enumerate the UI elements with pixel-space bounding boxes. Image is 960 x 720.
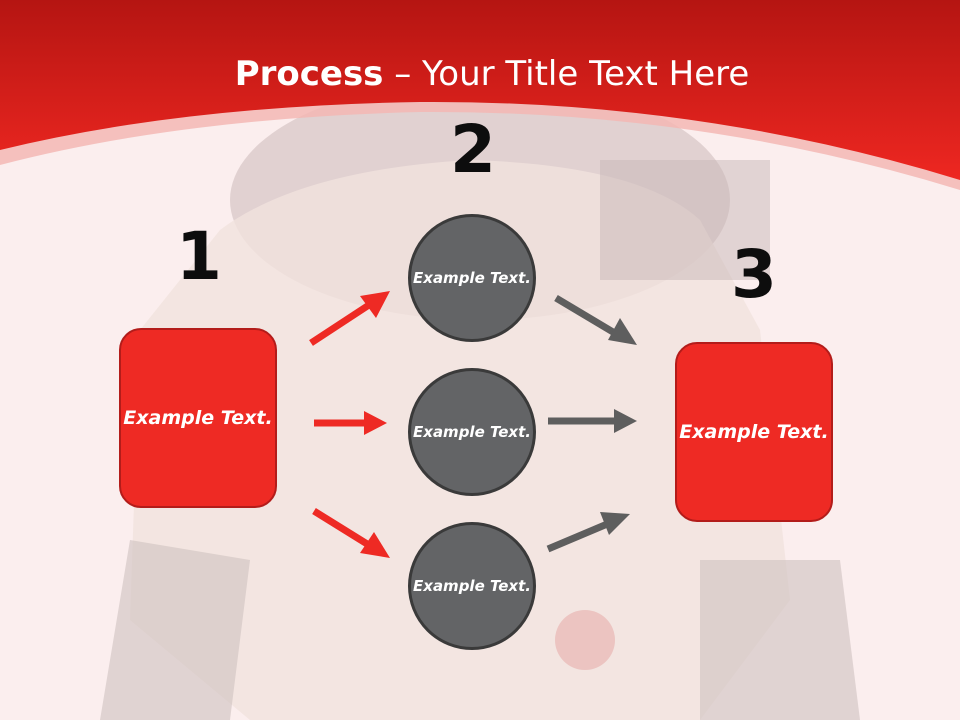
process-circle-top[interactable]: Example Text. — [408, 214, 536, 342]
title-strong: Process — [234, 54, 384, 94]
process-circle-middle-label: Example Text. — [413, 422, 531, 441]
right-box-label: Example Text. — [679, 420, 829, 443]
title-rest: – Your Title Text Here — [383, 54, 750, 94]
left-box[interactable]: Example Text. — [119, 328, 277, 508]
right-box[interactable]: Example Text. — [675, 342, 833, 522]
process-circle-bottom-label: Example Text. — [413, 576, 531, 595]
step-number-2: 2 — [450, 111, 496, 188]
step-number-1: 1 — [176, 218, 222, 295]
process-circle-bottom[interactable]: Example Text. — [408, 522, 536, 650]
step-number-3: 3 — [731, 236, 777, 313]
slide-title: Process – Your Title Text Here — [0, 54, 960, 94]
left-box-label: Example Text. — [123, 406, 273, 429]
process-circle-middle[interactable]: Example Text. — [408, 368, 536, 496]
process-circle-top-label: Example Text. — [413, 268, 531, 287]
